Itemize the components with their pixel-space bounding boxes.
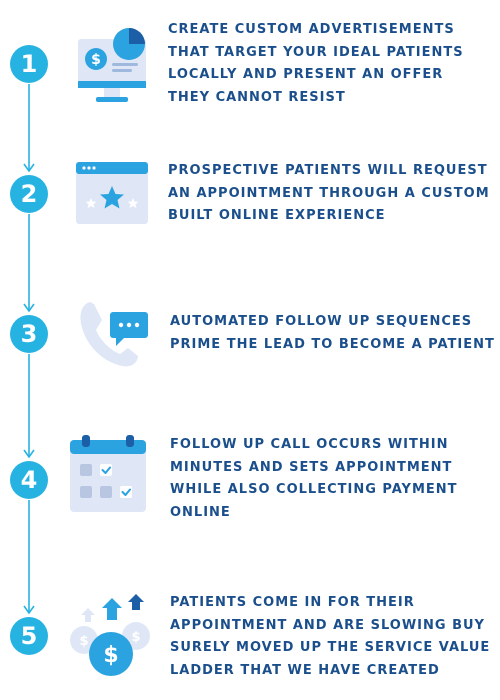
step-5-text: PATIENTS COME IN FOR THEIR APPOINTMENT A… <box>170 595 491 678</box>
step-3-text: AUTOMATED FOLLOW UP SEQUENCES PRIME THE … <box>170 314 495 352</box>
connector-arrow-1-2 <box>23 163 35 173</box>
step-4-text: FOLLOW UP CALL OCCURS WITHIN MINUTES AND… <box>170 437 458 520</box>
step-1-text: CREATE CUSTOM ADVERTISEMENTS THAT TARGET… <box>168 22 464 105</box>
money-growth-icon: $ $ $ <box>70 594 150 676</box>
phone-chat-icon <box>80 302 148 367</box>
step-number-2: 2 <box>10 175 48 213</box>
step-number-5: 5 <box>10 617 48 655</box>
step-number-1: 1 <box>10 45 48 83</box>
connector-arrow-2-3 <box>23 303 35 313</box>
connector-arrow-4-5 <box>23 605 35 615</box>
dollar-glyph-main: $ <box>103 643 118 668</box>
connector-arrow-3-4 <box>23 449 35 459</box>
browser-rating-icon <box>76 162 148 224</box>
dollar-glyph-left: $ <box>79 634 88 649</box>
step-number-3: 3 <box>10 315 48 353</box>
dollar-glyph-right: $ <box>131 630 140 645</box>
dollar-glyph: $ <box>91 52 101 68</box>
monitor-ad-icon: $ <box>78 28 146 102</box>
step-number-4: 4 <box>10 461 48 499</box>
step-2-text: PROSPECTIVE PATIENTS WILL REQUEST AN APP… <box>168 163 490 223</box>
calendar-icon <box>70 435 146 512</box>
